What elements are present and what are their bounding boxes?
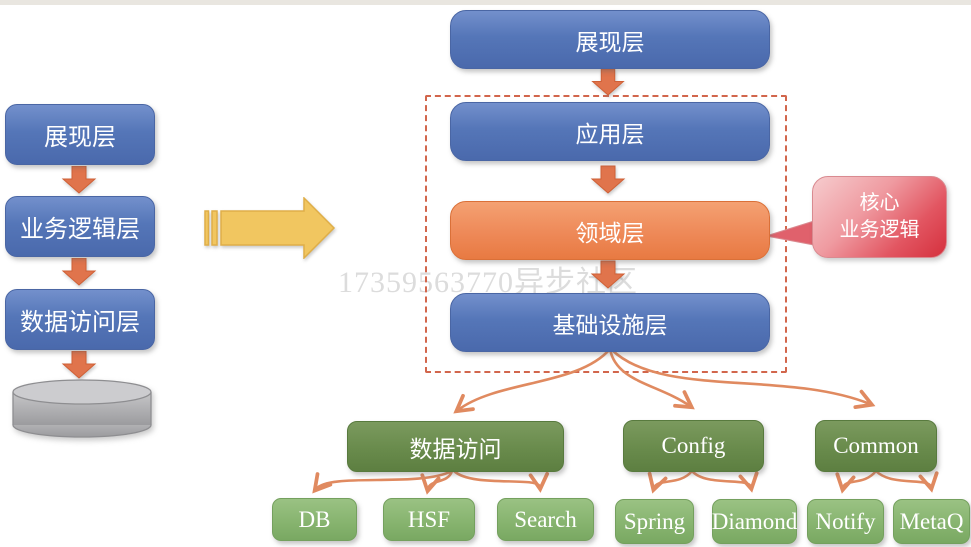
legacy-presentation-box: 展现层 <box>5 104 155 165</box>
ddd-domain-label: 领域层 <box>575 220 645 246</box>
down-arrow-icon <box>61 258 97 286</box>
component-hsf-box: HSF <box>383 498 475 541</box>
ddd-infrastructure-label: 基础设施层 <box>552 312 668 338</box>
ddd-application-label: 应用层 <box>575 121 645 147</box>
callout-line1: 核心 <box>859 192 900 214</box>
component-notify-label: Notify <box>815 508 876 534</box>
component-spring-label: Spring <box>623 508 686 534</box>
component-db-label: DB <box>298 506 331 532</box>
component-db-box: DB <box>272 498 357 541</box>
legacy-business-logic-label: 业务逻辑层 <box>20 217 140 243</box>
callout-line2: 业务逻辑 <box>839 219 920 241</box>
ddd-presentation-label: 展现层 <box>575 29 645 55</box>
module-common-box: Common <box>815 420 937 472</box>
legacy-presentation-label: 展现层 <box>44 125 116 151</box>
module-config-label: Config <box>661 433 726 458</box>
module-data-access-label: 数据访问 <box>409 436 502 462</box>
component-hsf-label: HSF <box>407 506 451 532</box>
ddd-presentation-box: 展现层 <box>450 10 770 69</box>
callout-pointer <box>765 220 815 246</box>
component-diamond-box: Diamond <box>712 499 797 544</box>
component-spring-box: Spring <box>615 499 694 544</box>
legacy-data-access-label: 数据访问层 <box>20 310 140 336</box>
component-metaq-box: MetaQ <box>893 499 970 544</box>
legacy-business-logic-box: 业务逻辑层 <box>5 196 155 257</box>
component-search-label: Search <box>514 506 577 532</box>
legacy-data-access-box: 数据访问层 <box>5 289 155 350</box>
ddd-infrastructure-box: 基础设施层 <box>450 293 770 352</box>
component-diamond-label: Diamond <box>711 508 798 534</box>
down-arrow-icon <box>61 166 97 194</box>
decorative-top-strip <box>0 0 971 5</box>
ddd-application-box: 应用层 <box>450 102 770 161</box>
component-search-box: Search <box>497 498 594 541</box>
module-config-box: Config <box>623 420 764 472</box>
component-notify-box: Notify <box>807 499 884 544</box>
core-logic-callout: 核心 业务逻辑 <box>812 176 947 258</box>
down-arrow-icon <box>591 69 625 96</box>
module-common-label: Common <box>833 433 919 458</box>
component-metaq-label: MetaQ <box>899 508 964 534</box>
down-arrow-icon <box>590 260 626 289</box>
down-arrow-icon <box>61 351 97 379</box>
module-data-access-box: 数据访问 <box>347 421 564 472</box>
ddd-domain-box: 领域层 <box>450 201 770 260</box>
database-cylinder-icon <box>12 379 152 438</box>
transform-arrow-icon <box>204 197 336 259</box>
down-arrow-icon <box>590 165 626 194</box>
